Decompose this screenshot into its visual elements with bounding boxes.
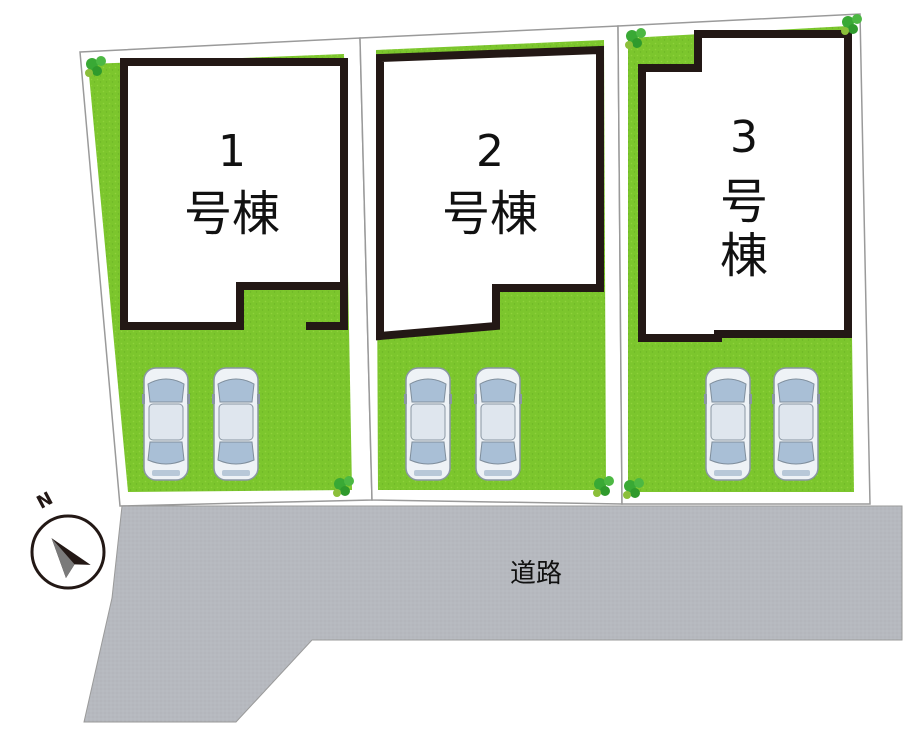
north-compass: N [30,488,106,590]
house-2-footprint [376,45,604,341]
road-label: 道路 [510,559,562,589]
lot-1-number: 1 [218,126,246,177]
lot-2-number: 2 [476,126,504,177]
parking-car-2a [403,367,453,481]
parking-car-1a [141,367,191,481]
compass-north-label: N [33,488,56,514]
lot-1-suffix: 号棟 [184,186,280,242]
parking-car-3b [771,367,821,481]
house-3-footprint [638,30,852,342]
house-1-porch-wall [306,286,348,330]
lot-3-number: 3 [730,112,758,163]
lot-3-suffix: 号 [720,174,768,230]
parking-car-2b [473,367,523,481]
house-1-footprint [120,58,348,330]
lot-3-suffix-2: 棟 [720,228,768,284]
road [83,505,903,723]
lot-2-suffix: 号棟 [442,186,538,242]
parking-car-1b [211,367,261,481]
parking-car-3a [703,367,753,481]
